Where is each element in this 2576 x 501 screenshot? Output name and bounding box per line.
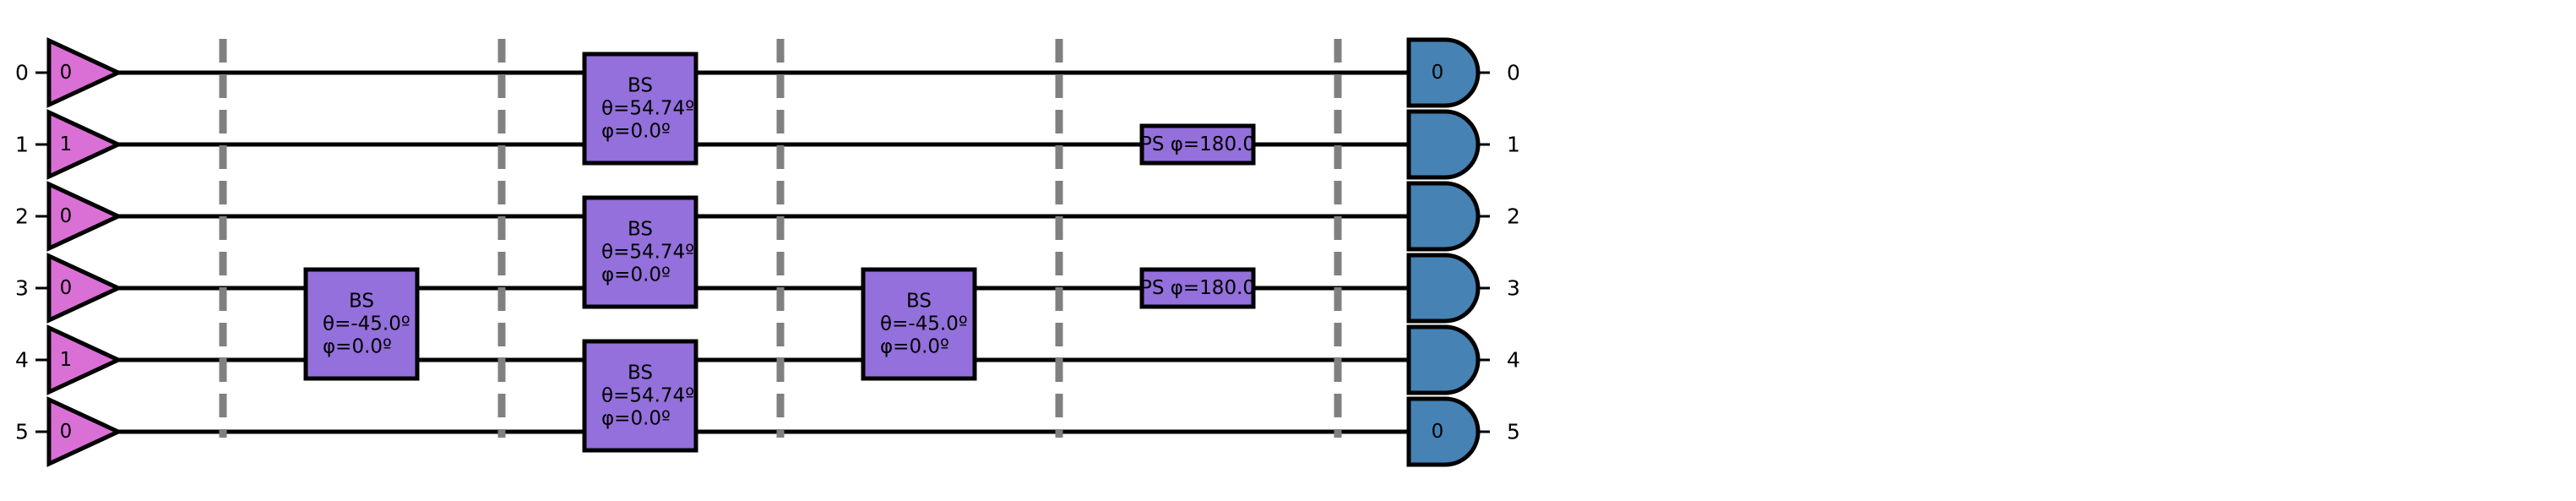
- input-source: 0: [46, 396, 123, 467]
- input-source: 1: [46, 324, 123, 395]
- input-photon-count: 0: [60, 205, 73, 227]
- detector: 0: [1406, 37, 1481, 108]
- sources-layer: 0 1 0 0 1 0: [46, 37, 123, 467]
- input-photon-count: 0: [60, 62, 73, 84]
- beam-splitter-label: φ=0.0º: [880, 336, 949, 358]
- beam-splitter-label: θ=-45.0º: [323, 313, 410, 335]
- beam-splitter-label: φ=0.0º: [323, 336, 392, 358]
- gate-box: [582, 52, 698, 166]
- barriers-layer: [219, 39, 1342, 438]
- detectors-layer: 00: [1406, 37, 1481, 467]
- detector-icon: [1406, 37, 1481, 108]
- detector-icon: [1406, 396, 1481, 467]
- mode-label-right: 0: [1507, 61, 1520, 85]
- detector-icon: [1406, 324, 1481, 395]
- detector-icon: [1406, 109, 1481, 180]
- detector-value: 0: [1432, 62, 1444, 84]
- input-photon-count: 1: [60, 133, 73, 155]
- mode-label-left: 0: [15, 61, 29, 85]
- input-source: 0: [46, 181, 123, 252]
- gate-box: [861, 267, 977, 381]
- input-source: 1: [46, 109, 123, 180]
- input-photon-count: 1: [60, 349, 73, 371]
- gates-layer: BSθ=-45.0ºφ=0.0ºBSθ=54.74ºφ=0.0ºBSθ=54.7…: [303, 52, 1256, 453]
- input-source: 0: [46, 37, 123, 108]
- beam-splitter-label: φ=0.0º: [601, 408, 671, 430]
- mode-label-left: 5: [15, 420, 29, 444]
- detector: [1406, 253, 1481, 324]
- input-photon-count: 0: [60, 421, 73, 443]
- phase-shifter-label: PS φ=180.0: [1140, 277, 1255, 299]
- mode-label-right: 1: [1507, 133, 1520, 157]
- input-photon-count: 0: [60, 277, 73, 299]
- detector-icon: [1406, 253, 1481, 324]
- beam-splitter-label: φ=0.0º: [601, 264, 671, 286]
- gate-box: [1139, 123, 1256, 166]
- beam-splitter-label: θ=54.74º: [601, 98, 694, 120]
- mode-label-right: 3: [1507, 276, 1520, 301]
- beam-splitter-label: BS: [349, 291, 374, 313]
- gate-box: [582, 195, 698, 309]
- beam-splitter-label: φ=0.0º: [601, 121, 671, 143]
- beam-splitter-label: θ=54.74º: [601, 385, 694, 407]
- beam-splitter-label: BS: [628, 75, 653, 97]
- beam-splitter-label: BS: [628, 219, 653, 241]
- phase-shifter-gate: PS φ=180.0: [1139, 123, 1256, 166]
- beam-splitter-label: θ=54.74º: [601, 242, 694, 264]
- mode-label-left: 3: [15, 276, 29, 301]
- gate-box: [582, 339, 698, 453]
- beam-splitter-gate: BSθ=-45.0ºφ=0.0º: [303, 267, 420, 381]
- detector-value: 0: [1432, 421, 1444, 443]
- detector: [1406, 324, 1481, 395]
- mode-label-left: 4: [15, 348, 29, 373]
- mode-label-left: 1: [15, 133, 29, 157]
- mode-label-right: 5: [1507, 420, 1520, 444]
- beam-splitter-gate: BSθ=-45.0ºφ=0.0º: [861, 267, 977, 381]
- mode-label-right: 2: [1507, 204, 1520, 229]
- detector: [1406, 181, 1481, 252]
- gate-box: [1139, 267, 1256, 309]
- labels-layer: 0 0 1 1 2 2 3 3 4 4 5 5: [15, 61, 1520, 444]
- mode-label-right: 4: [1507, 348, 1520, 373]
- mode-label-left: 2: [15, 204, 29, 229]
- phase-shifter-label: PS φ=180.0: [1140, 133, 1255, 155]
- beam-splitter-label: BS: [628, 362, 653, 384]
- beam-splitter-label: θ=-45.0º: [880, 313, 968, 335]
- input-source: 0: [46, 253, 123, 324]
- beam-splitter-label: BS: [906, 291, 932, 313]
- detector: [1406, 109, 1481, 180]
- gate-box: [303, 267, 420, 381]
- phase-shifter-gate: PS φ=180.0: [1139, 267, 1256, 309]
- detector: 0: [1406, 396, 1481, 467]
- detector-icon: [1406, 181, 1481, 252]
